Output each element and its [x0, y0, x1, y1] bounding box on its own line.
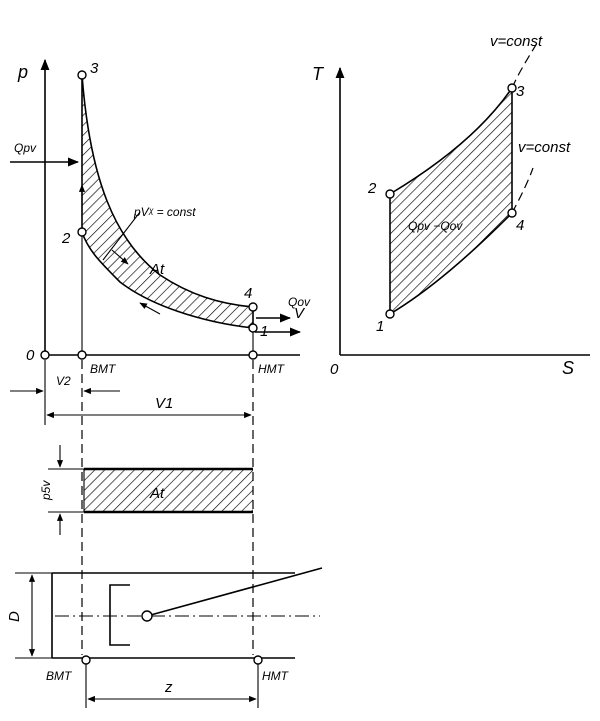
pv-label-3: 3 — [90, 60, 99, 77]
t-axis-label: T — [312, 64, 325, 84]
pv-point-4 — [248, 302, 258, 312]
work-area-hatch — [82, 75, 253, 328]
heat-area-hatch — [390, 88, 512, 314]
mep-work-label: At — [149, 485, 165, 502]
cyl-hmt-point — [253, 655, 263, 665]
cyl-bmt-label: BMT — [46, 669, 73, 683]
ts-label-1: 1 — [376, 318, 384, 335]
p-axis-label: p — [17, 62, 28, 82]
cyl-bmt-point — [81, 655, 91, 665]
ts-point-2 — [385, 189, 395, 199]
ts-label-4: 4 — [516, 217, 524, 234]
ts-point-4 — [507, 208, 517, 218]
ts-isochore-41 — [389, 212, 513, 315]
pv-bmt-label: BMT — [90, 362, 117, 376]
piston — [109, 584, 130, 646]
v1-label: V1 — [155, 395, 173, 412]
connecting-rod — [146, 567, 323, 617]
ts-point-1 — [385, 309, 395, 319]
pv-label-2: 2 — [61, 230, 71, 247]
ts-origin-label: 0 — [330, 361, 339, 378]
pv-hmt-point — [248, 350, 258, 360]
isochore-top-label: v=const — [490, 33, 543, 50]
compression-curve — [81, 231, 254, 329]
pv-work-label: At — [149, 261, 165, 278]
ts-isochore-extension-top — [511, 37, 541, 89]
v2-label: V2 — [56, 374, 71, 388]
expansion-direction-arrow — [111, 249, 129, 265]
ts-diagram: T S 0 1 2 3 4 v=const v=const Qpv −Qov — [312, 33, 590, 378]
pv-origin-point — [40, 350, 50, 360]
isentrope-leader — [102, 211, 141, 261]
cyl-hmt-label: HMT — [262, 669, 290, 683]
pv-origin-label: 0 — [26, 347, 35, 364]
ts-isochore-23 — [389, 87, 513, 195]
pv-label-4: 4 — [244, 285, 252, 302]
bore-label: D — [6, 611, 23, 622]
isentrope-label: pVᵡ = const — [133, 205, 196, 219]
isochore-right-label: v=const — [518, 139, 571, 156]
pv-diagram: p V 0 3 2 4 1 Qpv Qov pVᵡ = const At BMT… — [10, 58, 311, 425]
expansion-curve — [81, 74, 254, 308]
compression-direction-arrow — [139, 302, 161, 315]
heat-in-label: Qpv — [14, 141, 37, 155]
pv-point-1 — [248, 323, 258, 333]
heat-out-label: Qov — [288, 295, 311, 309]
ts-point-3 — [507, 83, 517, 93]
heat-difference-label: Qpv −Qov — [408, 219, 463, 233]
mep-diagram: p5v At — [39, 445, 253, 535]
pv-bmt-point — [77, 350, 87, 360]
pv-point-2 — [77, 227, 87, 237]
s-axis-label: S — [562, 358, 574, 378]
v-axis-label: V — [294, 305, 306, 322]
mep-hatch — [84, 469, 253, 512]
ts-label-3: 3 — [516, 83, 525, 100]
mep-pressure-label: p5v — [39, 480, 53, 501]
pv-label-1: 1 — [260, 323, 268, 340]
piston-pin — [141, 610, 153, 622]
ts-isochore-extension-right — [511, 167, 534, 214]
pv-point-3 — [77, 70, 87, 80]
pv-hmt-label: HMT — [258, 362, 286, 376]
stroke-label: z — [164, 679, 173, 696]
ts-label-2: 2 — [367, 180, 377, 197]
cylinder-sketch: D BMT HMT z — [6, 567, 323, 708]
